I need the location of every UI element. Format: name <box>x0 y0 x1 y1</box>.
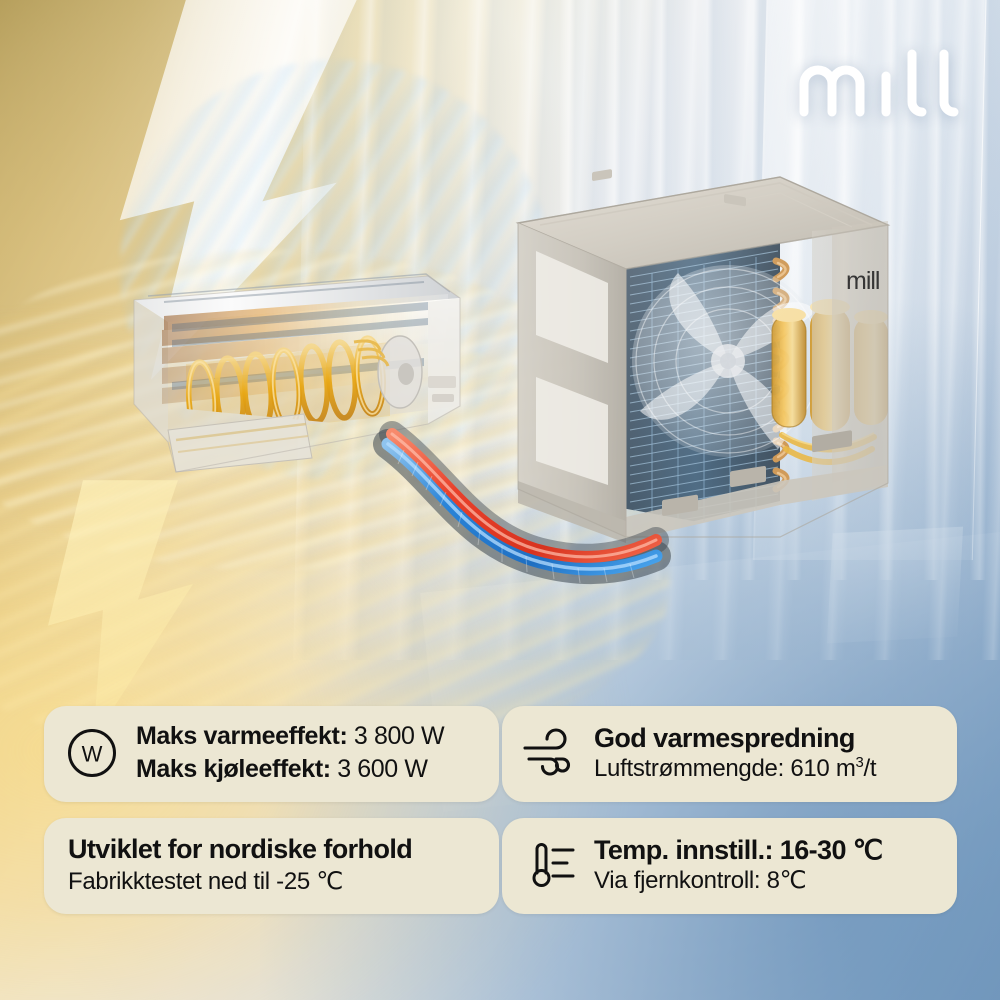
watt-circle-icon: W <box>64 725 120 781</box>
airflow-unit-tail: /t <box>863 755 877 783</box>
card-air-distribution: God varmespredning Luftstrømmengde: 610 … <box>502 706 957 802</box>
airflow-value: 610 m <box>790 755 856 783</box>
card-temperature-range-text: Temp. innstill.: 16-30 ℃ Via fjernkontro… <box>594 834 883 896</box>
feature-cards: W Maks varmeeffekt: 3 800 W Maks kjøleef… <box>44 706 957 914</box>
outdoor-condenser-unit: mill <box>480 165 910 570</box>
card-air-distribution-text: God varmespredning Luftstrømmengde: 610 … <box>594 722 877 784</box>
card-nordic-conditions-text: Utviklet for nordiske forhold Fabrikktes… <box>68 833 413 896</box>
airflow-label: Luftstrømmengde: <box>594 755 784 783</box>
power-heat-line: Maks varmeeffekt: 3 800 W <box>136 721 445 752</box>
refrigerant-pipes <box>370 420 671 610</box>
airflow-unit-exponent: 3 <box>855 755 864 772</box>
card-temperature-range: Temp. innstill.: 16-30 ℃ Via fjernkontro… <box>502 818 957 914</box>
card-power-output: W Maks varmeeffekt: 3 800 W Maks kjøleef… <box>44 706 499 802</box>
card-nordic-conditions: Utviklet for nordiske forhold Fabrikktes… <box>44 818 499 914</box>
nordic-subline: Fabrikktestet ned til -25 ℃ <box>68 867 343 895</box>
power-cool-line: Maks kjøleeffekt: 3 600 W <box>136 754 444 785</box>
mill-brand-logo <box>796 40 966 126</box>
indoor-wall-unit <box>128 272 473 492</box>
card-power-output-text: Maks varmeeffekt: 3 800 W Maks kjøleeffe… <box>136 721 445 785</box>
nordic-headline: Utviklet for nordiske forhold <box>68 834 413 865</box>
power-heat-value: 3 800 W <box>353 722 445 750</box>
outdoor-unit-brand-text: mill <box>846 267 880 295</box>
thermometer-icon <box>522 837 578 893</box>
air-distribution-headline: God varmespredning <box>594 722 855 753</box>
temperature-headline: Temp. innstill.: 16-30 ℃ <box>594 834 883 865</box>
temperature-subline: Via fjernkontroll: 8℃ <box>594 867 807 895</box>
power-cool-label: Maks kjøleeffekt: <box>136 755 331 783</box>
power-cool-value: 3 600 W <box>337 755 428 783</box>
power-heat-label: Maks varmeeffekt: <box>136 722 348 750</box>
air-distribution-subline: Luftstrømmengde: 610 m3/t <box>594 754 877 784</box>
wind-icon <box>522 725 578 781</box>
svg-text:W: W <box>82 742 103 767</box>
